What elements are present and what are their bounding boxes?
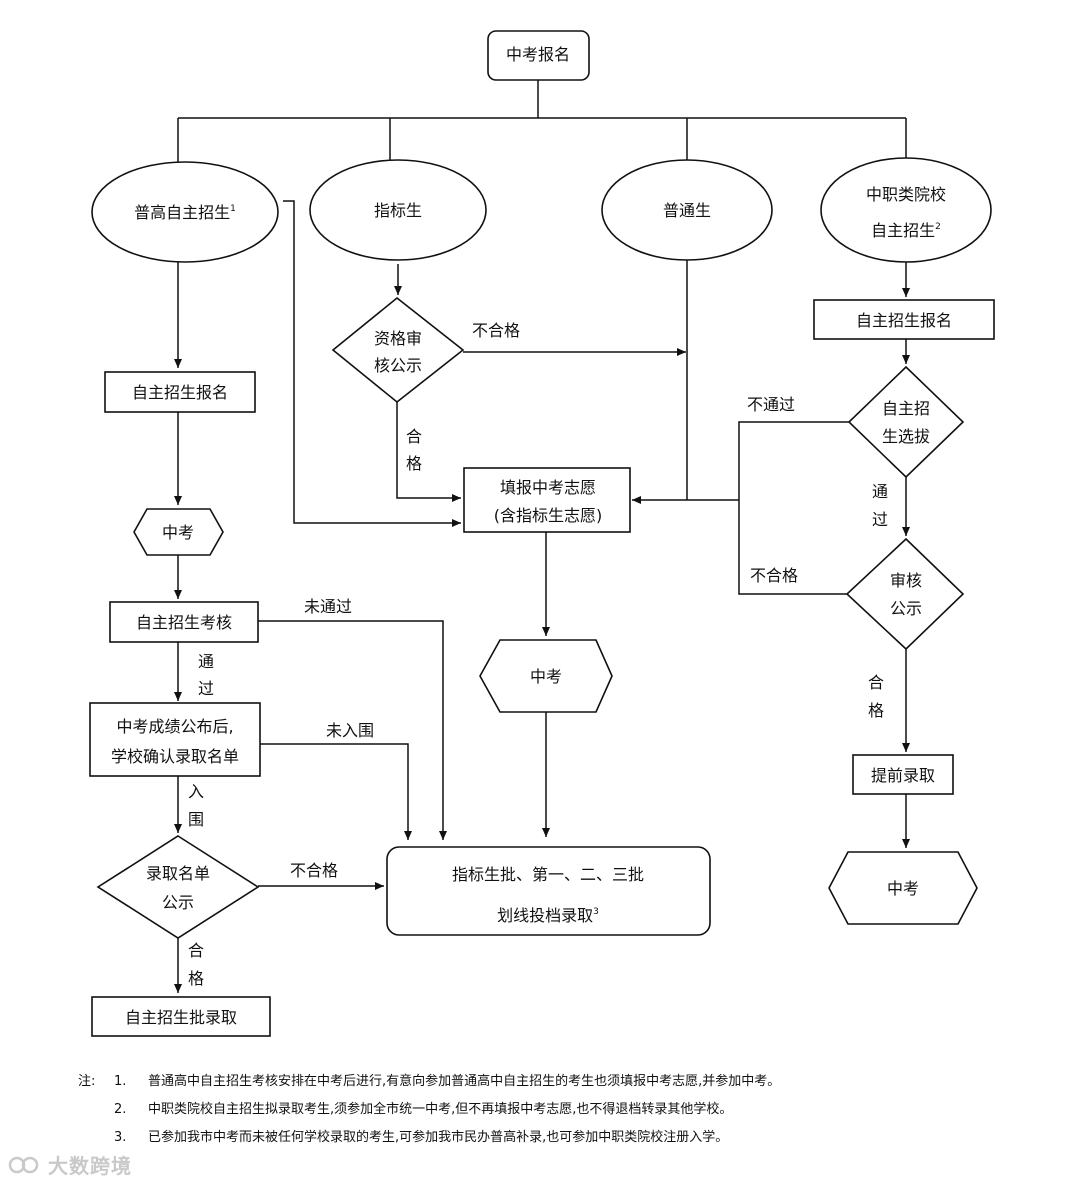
node-left-signup: 自主招生报名 xyxy=(104,371,256,413)
svg-text:自主招生报名: 自主招生报名 xyxy=(856,311,952,330)
svg-text:自主招生考核: 自主招生考核 xyxy=(136,613,232,632)
node-batch-admission: 指标生批、第一、二、三批 划线投档录取3 xyxy=(386,846,711,936)
node-regular-students: 普通生 xyxy=(601,159,773,261)
footnote-text: 普通高中自主招生考核安排在中考后进行,有意向参加普通高中自主招生的考生也须填报中… xyxy=(148,1074,781,1089)
node-left-publicity: 录取名单 公示 xyxy=(96,835,260,939)
arrow-confirm-out xyxy=(260,743,412,840)
svg-text:中考: 中考 xyxy=(162,523,194,542)
node-general-self-enroll: 普高自主招生1 xyxy=(91,161,279,263)
node-right-review: 审核 公示 xyxy=(845,537,965,651)
svg-text:中考: 中考 xyxy=(530,667,562,686)
arrow-assess-fail xyxy=(258,620,447,840)
node-registration: 中考报名 xyxy=(487,30,590,81)
footnotes: 注: 1. 普通高中自主招生考核安排在中考后进行,有意向参加普通高中自主招生的考生也… xyxy=(78,1068,1068,1152)
watermark: 大数跨境 xyxy=(8,1150,132,1179)
svg-text:学校确认录取名单: 学校确认录取名单 xyxy=(111,747,239,766)
node-center-exam: 中考 xyxy=(479,639,613,713)
svg-text:填报中考志愿: 填报中考志愿 xyxy=(500,478,596,497)
svg-text:审核: 审核 xyxy=(890,571,922,590)
label-qual-fail: 不合格 xyxy=(472,321,520,340)
label-confirm-out: 未入围 xyxy=(326,721,374,740)
label-review-pass-1: 合 xyxy=(868,673,884,692)
footnote-prefix: 注: xyxy=(78,1074,96,1089)
svg-text:中考成绩公布后,: 中考成绩公布后, xyxy=(116,717,233,736)
label-select-pass-2: 过 xyxy=(872,510,888,529)
label-confirm-in-2: 围 xyxy=(188,810,204,829)
label-review-pass-2: 格 xyxy=(868,701,884,720)
node-qual-review: 资格审 核公示 xyxy=(331,296,465,404)
watermark-logo-icon xyxy=(8,1156,39,1173)
arrow-general-to-fill xyxy=(283,200,461,527)
label-select-pass-1: 通 xyxy=(872,482,888,501)
footnote-number: 2. xyxy=(114,1102,127,1117)
footnote-number: 3. xyxy=(114,1130,127,1145)
label-qual-pass-2: 格 xyxy=(406,454,422,473)
footnote-1: 注: 1. 普通高中自主招生考核安排在中考后进行,有意向参加普通高中自主招生的考生也… xyxy=(78,1068,1068,1096)
svg-text:自主招生批录取: 自主招生批录取 xyxy=(125,1008,237,1027)
svg-text:普通生: 普通生 xyxy=(663,201,711,220)
label-review-fail: 不合格 xyxy=(750,566,798,585)
svg-text:中考: 中考 xyxy=(887,879,919,898)
footnote-3: 3. 已参加我市中考而未被任何学校录取的考生,可参加我市民办普高补录,也可参加中职… xyxy=(78,1124,1068,1152)
svg-text:自主招: 自主招 xyxy=(882,399,930,418)
label-publicity-pass-1: 合 xyxy=(188,941,204,960)
svg-text:提前录取: 提前录取 xyxy=(871,766,935,785)
node-right-exam: 中考 xyxy=(828,851,978,925)
svg-text:公示: 公示 xyxy=(162,893,194,912)
watermark-text: 大数跨境 xyxy=(48,1154,132,1178)
node-left-exam: 中考 xyxy=(133,508,224,556)
svg-text:核公示: 核公示 xyxy=(374,356,422,375)
footnote-2: 2. 中职类院校自主招生拟录取考生,须参加全市统一中考,但不再填报中考志愿,也不得… xyxy=(78,1096,1068,1124)
connector-select-fail xyxy=(738,421,849,595)
svg-text:划线投档录取3: 划线投档录取3 xyxy=(497,906,599,925)
label-assess-pass-1: 通 xyxy=(198,652,214,671)
svg-text:自主招生报名: 自主招生报名 xyxy=(132,383,228,402)
node-quota-students: 指标生 xyxy=(309,159,487,261)
node-left-admit: 自主招生批录取 xyxy=(91,996,271,1037)
svg-text:(含指标生志愿): (含指标生志愿) xyxy=(494,506,603,525)
label-assess-fail: 未通过 xyxy=(304,597,352,616)
svg-text:普高自主招生1: 普高自主招生1 xyxy=(134,203,236,222)
svg-text:中职类院校: 中职类院校 xyxy=(866,185,946,204)
arrow-qual-pass xyxy=(396,402,461,502)
label-publicity-pass-2: 格 xyxy=(188,969,204,988)
node-right-early: 提前录取 xyxy=(852,754,954,795)
svg-text:指标生: 指标生 xyxy=(374,201,422,220)
svg-text:自主招生2: 自主招生2 xyxy=(871,221,941,240)
label-publicity-fail: 不合格 xyxy=(290,861,338,880)
svg-text:生选拔: 生选拔 xyxy=(882,427,930,446)
label-qual-pass-1: 合 xyxy=(406,427,422,446)
label-assess-pass-2: 过 xyxy=(198,679,214,698)
svg-text:公示: 公示 xyxy=(890,599,922,618)
svg-text:录取名单: 录取名单 xyxy=(146,864,210,883)
node-vocational-self-enroll: 中职类院校 自主招生2 xyxy=(820,157,992,263)
svg-text:指标生批、第一、二、三批: 指标生批、第一、二、三批 xyxy=(452,865,644,884)
node-left-confirm: 中考成绩公布后, 学校确认录取名单 xyxy=(89,702,261,777)
svg-text:中考报名: 中考报名 xyxy=(506,45,570,64)
node-right-select: 自主招 生选拔 xyxy=(847,365,965,479)
footnote-number: 1. xyxy=(114,1074,127,1089)
svg-text:资格审: 资格审 xyxy=(374,329,422,348)
footnote-text: 已参加我市中考而未被任何学校录取的考生,可参加我市民办普高补录,也可参加中职类院… xyxy=(148,1130,729,1145)
label-select-fail: 不通过 xyxy=(747,395,795,414)
node-right-signup: 自主招生报名 xyxy=(813,299,995,340)
footnote-text: 中职类院校自主招生拟录取考生,须参加全市统一中考,但不再填报中考志愿,也不得退档… xyxy=(148,1102,733,1117)
node-fill-wish: 填报中考志愿 (含指标生志愿) xyxy=(463,467,631,533)
label-confirm-in-1: 入 xyxy=(188,782,204,801)
node-left-assess: 自主招生考核 xyxy=(109,601,259,643)
